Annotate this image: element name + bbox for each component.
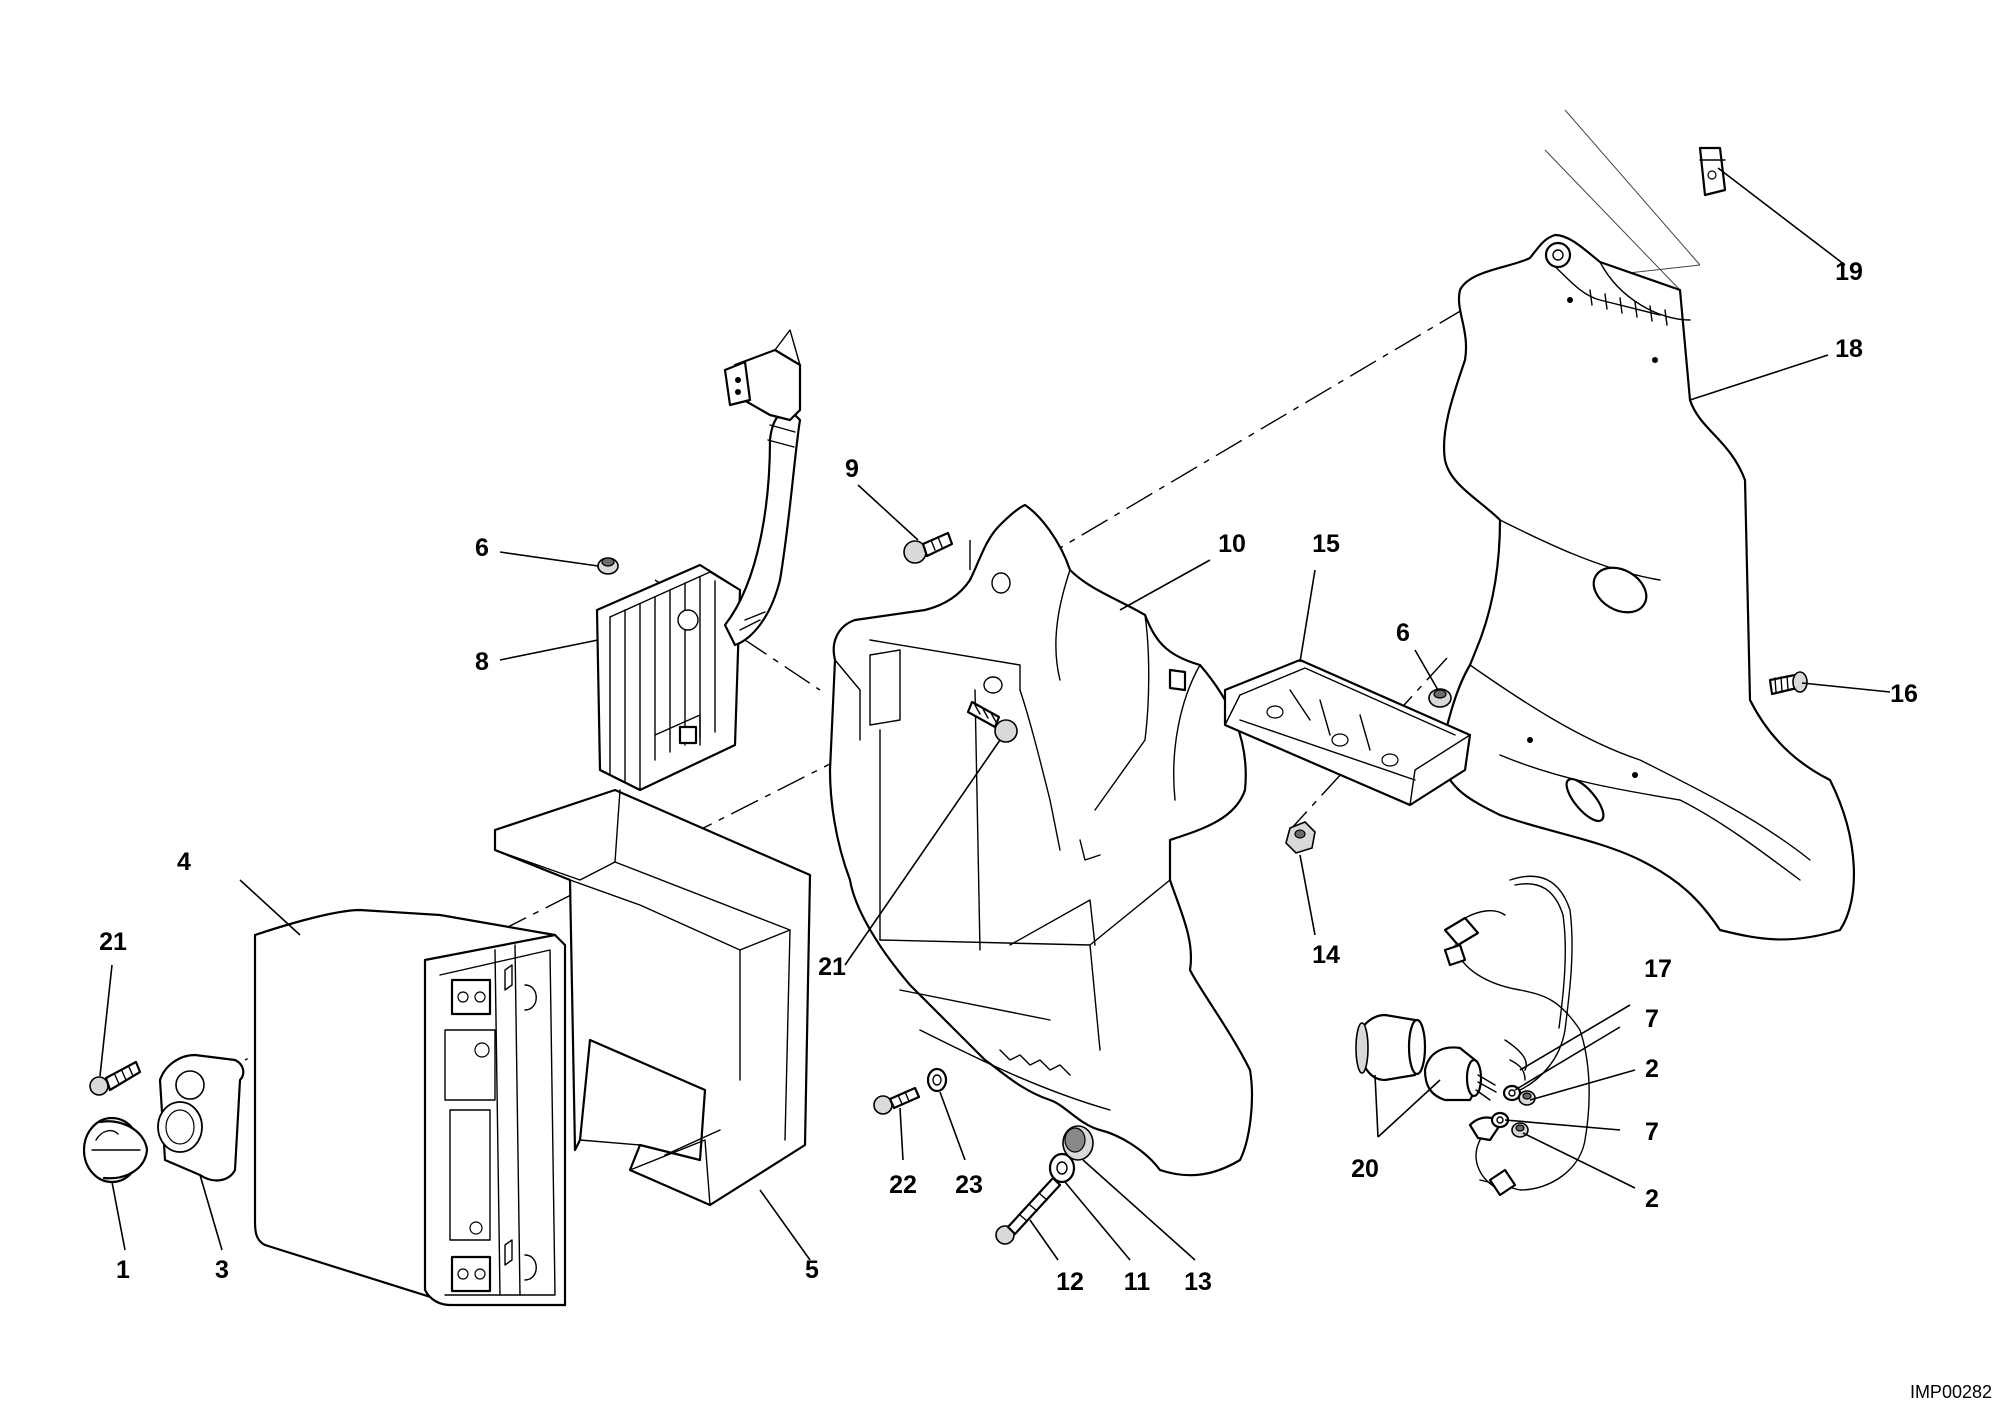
callout-1: 1 (116, 1256, 130, 1284)
callout-8: 8 (475, 648, 489, 676)
callout-4: 4 (177, 848, 191, 876)
nut-part-2-upper (1518, 1090, 1536, 1106)
callout-19: 19 (1835, 258, 1863, 286)
callout-18: 18 (1835, 335, 1863, 363)
battery-housing-part-5 (493, 788, 812, 1207)
bracket-part-3 (157, 1053, 245, 1182)
callout-7-upper: 7 (1645, 1005, 1659, 1033)
regulator-part-8 (595, 329, 802, 792)
callout-21-center: 21 (818, 953, 846, 981)
socket-part-20 (1355, 1013, 1497, 1102)
callout-21-left: 21 (99, 928, 127, 956)
leader-lines (99, 167, 1891, 1261)
callout-13: 13 (1184, 1268, 1212, 1296)
callout-6-right: 6 (1396, 619, 1410, 647)
callout-5: 5 (805, 1256, 819, 1284)
bolt-part-12 (995, 1176, 1062, 1245)
callout-23: 23 (955, 1171, 983, 1199)
battery-part-4 (253, 908, 567, 1307)
side-panel-part-18 (1438, 233, 1856, 941)
axis-line-regulator (654, 579, 821, 691)
callout-22: 22 (889, 1171, 917, 1199)
washer-part-23 (926, 1067, 948, 1093)
rubber-mount-part-13 (1062, 1125, 1094, 1161)
callout-15: 15 (1312, 530, 1340, 558)
nut-part-14 (1285, 821, 1316, 854)
callout-11: 11 (1124, 1268, 1151, 1296)
callout-10: 10 (1218, 530, 1246, 558)
bolt-part-22 (873, 1086, 921, 1115)
callout-12: 12 (1056, 1268, 1084, 1296)
callout-6-upper: 6 (475, 534, 489, 562)
callout-2-lower: 2 (1645, 1185, 1659, 1213)
callout-labels: 1 2 2 3 4 5 6 6 7 7 8 9 10 11 12 13 14 1… (99, 258, 1918, 1296)
washer-part-7-upper (1502, 1084, 1522, 1102)
figure-reference-code: IMP00282 (1910, 1382, 1992, 1402)
nut-part-6-upper (597, 557, 619, 575)
callout-7-lower: 7 (1645, 1118, 1659, 1146)
callout-20: 20 (1351, 1155, 1379, 1183)
nut-part-6-right (1428, 688, 1452, 708)
cable-part-17 (1443, 875, 1590, 1197)
screw-part-16 (1768, 671, 1808, 696)
callout-9: 9 (845, 455, 859, 483)
battery-bracket-part-10 (828, 503, 1254, 1177)
cap-part-1 (82, 1116, 149, 1184)
clip-part-19 (1698, 146, 1727, 197)
callout-14: 14 (1312, 941, 1340, 969)
callout-16: 16 (1890, 680, 1918, 708)
bolt-part-9 (903, 531, 954, 564)
washer-part-11 (1048, 1152, 1076, 1184)
callout-3: 3 (215, 1256, 229, 1284)
callout-17: 17 (1644, 955, 1672, 983)
bolt-part-21-center (966, 700, 1018, 743)
bolt-part-21-left (89, 1060, 142, 1096)
callout-2-upper: 2 (1645, 1055, 1659, 1083)
